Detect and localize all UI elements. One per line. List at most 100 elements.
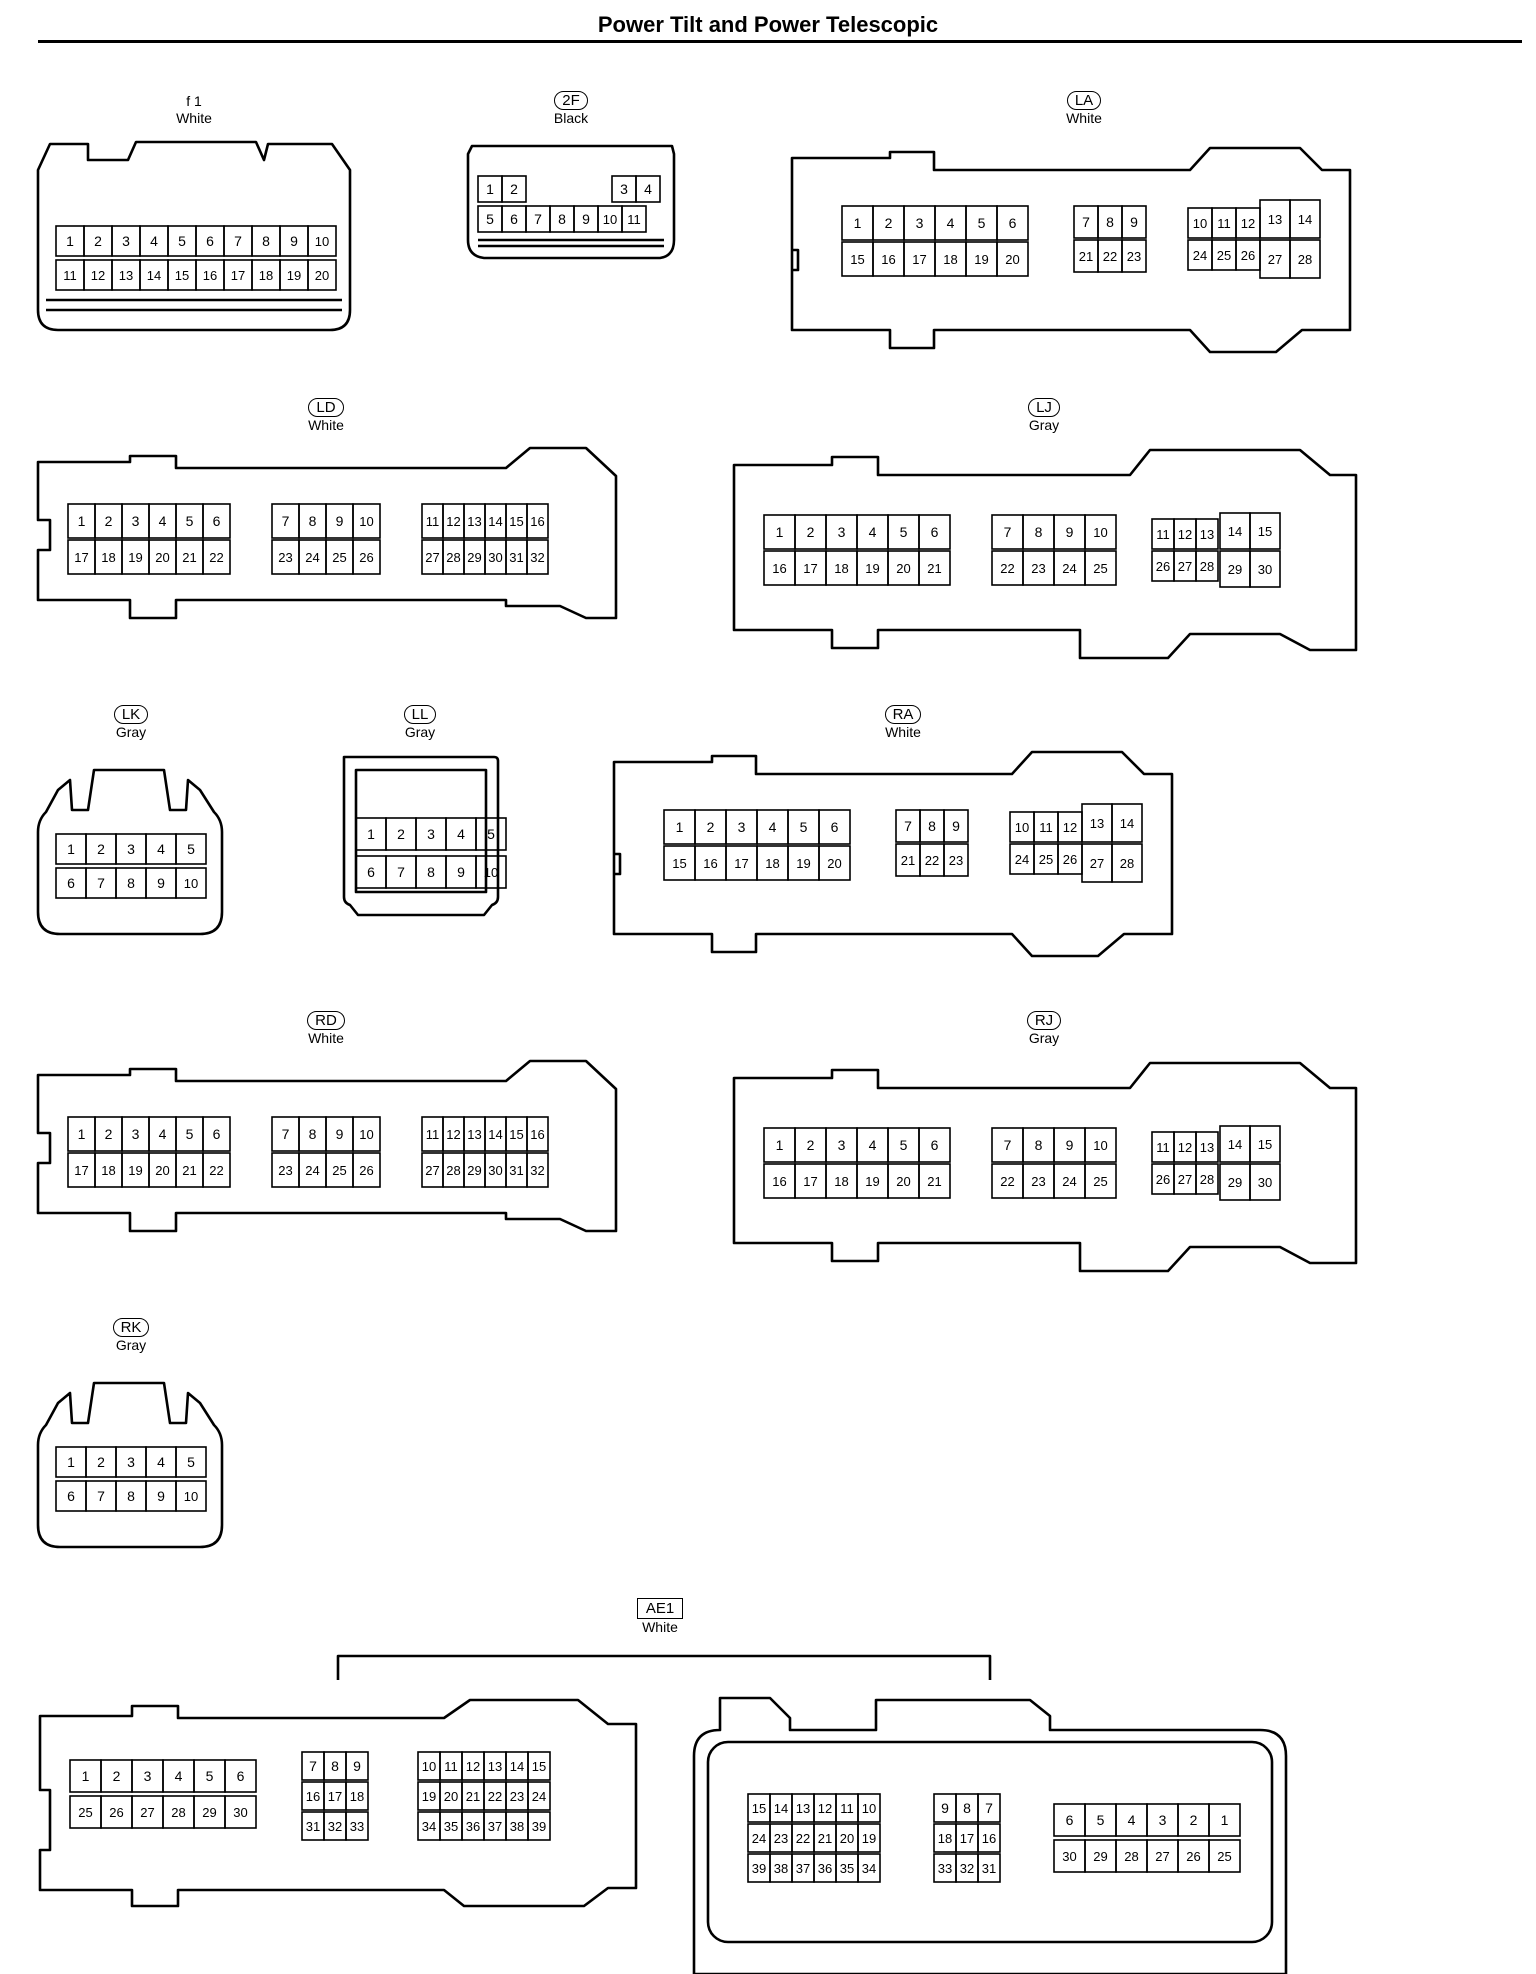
pin-number: 9	[157, 875, 165, 891]
pin-number: 2	[707, 819, 715, 835]
pin-number: 8	[928, 818, 936, 834]
pin-cell: 32	[323, 1811, 347, 1841]
pin-number: 20	[1005, 252, 1019, 267]
pin-cell: 6	[55, 1480, 87, 1512]
pin-cell: 9	[1053, 514, 1086, 550]
pin-number: 2	[885, 215, 893, 231]
pin-cell: 14	[484, 503, 507, 539]
pin-cell: 8	[251, 225, 281, 257]
pin-number: 16	[306, 1789, 320, 1804]
pin-number: 10	[184, 876, 198, 891]
pin-cell: 5	[887, 1127, 920, 1163]
pin-cell: 32	[526, 539, 549, 575]
pin-number: 7	[309, 1758, 317, 1774]
pin-cell: 12	[1173, 1131, 1197, 1163]
pin-number: 5	[187, 841, 195, 857]
pin-cell: 18	[345, 1781, 369, 1811]
pin-cell: 19	[417, 1781, 441, 1811]
pin-number: 25	[1217, 1849, 1231, 1864]
pin-cell: 20	[307, 259, 337, 291]
pin-number: 8	[309, 513, 317, 529]
pin-number: 19	[287, 268, 301, 283]
pin-cell: 20	[887, 550, 920, 586]
pin-cell: 25	[1033, 843, 1059, 875]
connector-rk-label: RK Gray	[71, 1318, 191, 1354]
pin-cell: 24	[298, 1152, 327, 1188]
pin-cell: 7	[991, 1127, 1024, 1163]
pin-cell: 21	[175, 1152, 204, 1188]
connector-color: White	[642, 1619, 678, 1635]
pin-number: 24	[1062, 561, 1076, 576]
pin-number: 11	[426, 514, 440, 529]
pin-cell: 27	[421, 539, 444, 575]
pin-cell: 16	[195, 259, 225, 291]
pin-number: 17	[734, 856, 748, 871]
pin-number: 14	[147, 268, 161, 283]
pin-cell: 5	[175, 1116, 204, 1152]
pin-number: 10	[359, 1127, 373, 1142]
connector-code: RJ	[1026, 1011, 1062, 1030]
pin-number: 14	[1228, 1137, 1242, 1152]
pin-number: 17	[231, 268, 245, 283]
pin-cell: 9	[325, 1116, 354, 1152]
title-rule	[38, 40, 1522, 43]
pin-cell: 14	[505, 1751, 529, 1781]
pin-number: 21	[927, 561, 941, 576]
pin-cell: 18	[825, 1163, 858, 1199]
pin-cell: 33	[345, 1811, 369, 1841]
pin-cell: 28	[1289, 239, 1321, 279]
pin-number: 8	[963, 1800, 971, 1816]
pin-number: 9	[353, 1758, 361, 1774]
pin-number: 3	[122, 233, 130, 249]
connector-code: RA	[884, 705, 922, 724]
pin-cell: 13	[791, 1793, 815, 1823]
pin-cell: 10	[175, 867, 207, 899]
connector-code: LJ	[1028, 398, 1060, 417]
pin-number: 27	[1178, 559, 1192, 574]
pin-cell: 8	[1022, 1127, 1055, 1163]
pin-number: 20	[896, 1174, 910, 1189]
connector-rj-label: RJ Gray	[984, 1011, 1104, 1047]
pin-cell: 7	[223, 225, 253, 257]
pin-cell: 3	[121, 1116, 150, 1152]
pin-number: 1	[82, 1768, 90, 1784]
pin-cell: 12	[1173, 518, 1197, 550]
pin-cell: 2	[100, 1759, 133, 1793]
pin-cell: 2	[85, 1446, 117, 1478]
pin-number: 3	[620, 181, 628, 197]
pin-cell: 2	[501, 175, 527, 203]
pin-number: 7	[1004, 524, 1012, 540]
pin-number: 15	[850, 252, 864, 267]
pin-cell: 14	[1289, 199, 1321, 239]
pin-cell: 9	[1121, 205, 1147, 239]
pin-cell: 5	[887, 514, 920, 550]
pin-cell: 9	[145, 867, 177, 899]
pin-cell: 5	[167, 225, 197, 257]
pin-number: 2	[113, 1768, 121, 1784]
pin-cell: 26	[100, 1795, 133, 1829]
pin-cell: 6	[55, 867, 87, 899]
pin-number: 14	[1120, 816, 1134, 831]
pin-number: 3	[127, 841, 135, 857]
connector-code: AE1	[636, 1598, 684, 1619]
pin-cell: 17	[903, 241, 936, 277]
connector-code: LD	[308, 398, 344, 417]
pin-cell: 24	[747, 1823, 771, 1853]
pin-number: 24	[1015, 852, 1029, 867]
pin-number: 17	[912, 252, 926, 267]
pin-number: 10	[422, 1759, 436, 1774]
pin-cell: 23	[1022, 1163, 1055, 1199]
pin-cell: 19	[856, 550, 889, 586]
pin-cell: 15	[1249, 512, 1281, 550]
pin-cell: 4	[145, 1446, 177, 1478]
pin-cell: 5	[193, 1759, 226, 1793]
pin-cell: 29	[463, 1152, 486, 1188]
pin-cell: 4	[148, 503, 177, 539]
pin-number: 1	[67, 841, 75, 857]
pin-cell: 31	[505, 539, 528, 575]
pin-cell: 7	[85, 867, 117, 899]
connector-code: LL	[403, 705, 437, 724]
pin-number: 29	[1093, 1849, 1107, 1864]
pin-number: 27	[1178, 1172, 1192, 1187]
pin-number: 10	[315, 234, 329, 249]
